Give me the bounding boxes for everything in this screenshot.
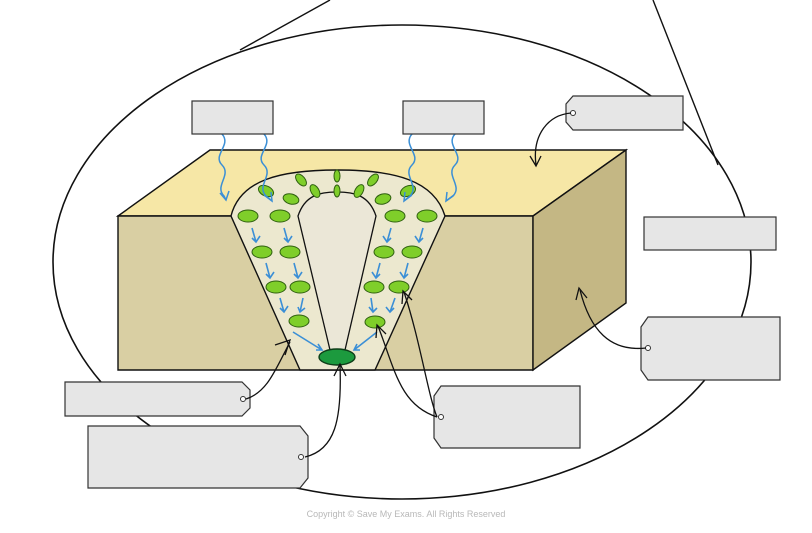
water-entry-lines [218,133,459,203]
block-side-face [532,148,627,372]
cell [309,184,321,198]
right-cells [363,209,438,329]
label-tag-top-right[interactable] [565,95,684,131]
cell [373,245,395,259]
label-box-top-middle[interactable] [402,100,485,135]
label-box-top-left[interactable] [191,100,274,135]
central-cell [318,348,356,366]
water-flow-arrows [251,227,424,351]
cell [237,209,259,223]
magnification-circle [52,24,752,500]
cell [333,184,341,198]
label-tag-right-lower[interactable] [640,316,781,381]
label-tag-bottom-middle[interactable] [433,385,581,449]
leader-lines [245,112,647,458]
cell [279,245,301,259]
copyright-notice: Copyright © Save My Exams. All Rights Re… [306,509,506,519]
cell [282,193,300,205]
cell [401,245,423,259]
cell [388,280,410,294]
zoom-line-left [239,0,331,51]
cell [288,314,310,328]
cell [269,209,291,223]
label-tag-bottom-left[interactable] [64,381,251,417]
cell [295,173,307,187]
cell [353,184,365,198]
label-tag-bottom-left-lower[interactable] [87,425,309,489]
zoom-line-right [652,0,719,166]
cell [367,173,379,187]
label-box-right[interactable] [643,216,777,251]
cell [251,245,273,259]
left-cells [237,209,311,328]
cell [384,209,406,223]
cell [333,169,341,183]
cell [416,209,438,223]
cell [374,193,392,205]
cell [265,280,287,294]
cell [363,280,385,294]
cell [364,315,386,329]
cell [289,280,311,294]
